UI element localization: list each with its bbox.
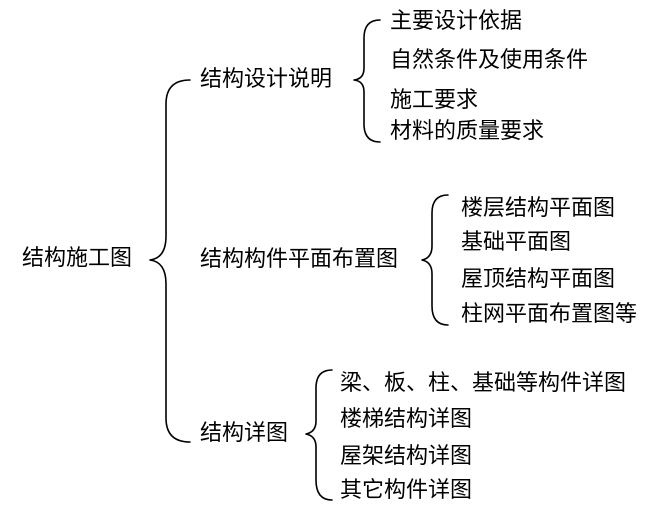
branch2-brace bbox=[421, 194, 449, 326]
leaf-1-3: 施工要求 bbox=[390, 88, 479, 113]
root-brace bbox=[149, 79, 191, 443]
leaf-3-2: 楼梯结构详图 bbox=[340, 407, 473, 432]
root-node: 结构施工图 bbox=[22, 246, 133, 271]
leaf-1-2: 自然条件及使用条件 bbox=[390, 48, 589, 73]
leaf-2-1: 楼层结构平面图 bbox=[461, 196, 616, 221]
leaf-2-4: 柱网平面布置图等 bbox=[461, 302, 638, 327]
branch1-brace bbox=[353, 19, 381, 143]
leaf-1-1: 主要设计依据 bbox=[390, 9, 523, 34]
branch-node-1: 结构设计说明 bbox=[200, 67, 333, 92]
leaf-2-3: 屋顶结构平面图 bbox=[461, 267, 616, 292]
leaf-3-4: 其它构件详图 bbox=[340, 478, 473, 503]
leaf-1-4: 材料的质量要求 bbox=[390, 119, 545, 144]
branch3-brace bbox=[305, 369, 333, 501]
branch-node-3: 结构详图 bbox=[200, 421, 289, 446]
leaf-2-2: 基础平面图 bbox=[461, 230, 572, 255]
branch-node-2: 结构构件平面布置图 bbox=[200, 247, 399, 272]
leaf-3-1: 梁、板、柱、基础等构件详图 bbox=[340, 371, 627, 396]
leaf-3-3: 屋架结构详图 bbox=[340, 444, 473, 469]
